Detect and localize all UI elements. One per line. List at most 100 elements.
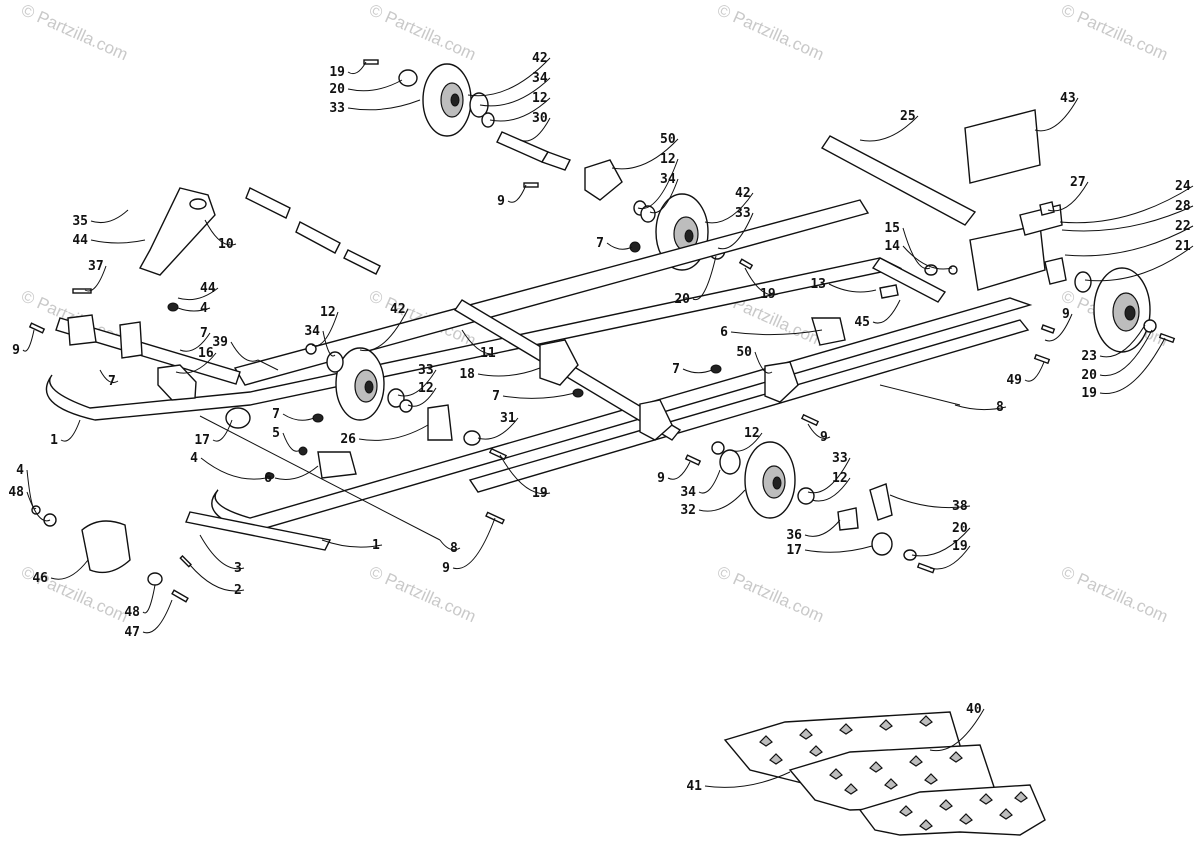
track-cleat xyxy=(909,755,923,767)
leader-line xyxy=(347,79,403,92)
leader-line xyxy=(452,517,496,570)
callout-6: 6 xyxy=(720,325,728,340)
leader-line xyxy=(1099,337,1166,395)
callout-34: 34 xyxy=(532,71,548,86)
leader-line xyxy=(507,184,527,203)
callout-33: 33 xyxy=(735,206,751,221)
callout-19: 19 xyxy=(760,287,776,302)
callout-37: 37 xyxy=(88,259,104,274)
leader-line xyxy=(200,457,267,480)
center-brackets xyxy=(298,317,846,479)
callout-9: 9 xyxy=(12,343,20,358)
leader-line xyxy=(90,239,146,244)
leader-line xyxy=(439,539,461,551)
callout-10: 10 xyxy=(218,237,234,252)
callout-4: 4 xyxy=(200,301,208,316)
middle-wheel-assembly xyxy=(305,343,481,446)
leader-line xyxy=(730,329,823,336)
leader-line xyxy=(872,299,901,324)
leader-line xyxy=(347,99,421,111)
leader-line xyxy=(479,77,551,107)
leader-line xyxy=(1084,245,1194,282)
callout-19: 19 xyxy=(329,65,345,80)
slide-rails xyxy=(45,199,1033,533)
callout-15: 15 xyxy=(884,221,900,236)
callout-36: 36 xyxy=(786,528,802,543)
leader-line xyxy=(692,255,717,301)
leader-line xyxy=(729,432,763,452)
track-cleat xyxy=(769,753,783,765)
leader-line xyxy=(1044,313,1073,342)
callout-17: 17 xyxy=(194,433,210,448)
track-cleats xyxy=(759,715,1028,831)
leader-line xyxy=(177,307,211,312)
watermark-text: © Partzilla.com xyxy=(714,0,826,64)
leader-line xyxy=(179,332,211,352)
callout-9: 9 xyxy=(820,430,828,445)
watermark-text: © Partzilla.com xyxy=(714,562,826,626)
leader-line xyxy=(828,283,877,293)
leader-line xyxy=(804,519,841,537)
callout-17: 17 xyxy=(786,543,802,558)
leader-line xyxy=(175,352,217,374)
callout-32: 32 xyxy=(680,503,696,518)
leader-line xyxy=(649,178,679,214)
track-cleat xyxy=(869,761,883,773)
callout-14: 14 xyxy=(884,239,900,254)
leader-line xyxy=(467,57,551,97)
leader-line xyxy=(358,424,429,441)
callout-12: 12 xyxy=(532,91,548,106)
leader-line xyxy=(704,192,754,224)
watermark-text: © Partzilla.com xyxy=(18,0,130,64)
callout-13: 13 xyxy=(810,277,826,292)
leader-line xyxy=(804,545,873,553)
callout-19: 19 xyxy=(952,539,968,554)
callout-7: 7 xyxy=(596,236,604,251)
callout-38: 38 xyxy=(952,499,968,514)
callout-22: 22 xyxy=(1175,219,1191,234)
leader-line xyxy=(1047,181,1089,212)
callout-4: 4 xyxy=(190,451,198,466)
callout-27: 27 xyxy=(1070,175,1086,190)
watermark-text: © Partzilla.com xyxy=(1058,562,1170,626)
callout-21: 21 xyxy=(1175,239,1191,254)
callout-20: 20 xyxy=(952,521,968,536)
leader-line xyxy=(807,457,851,494)
track-cleat xyxy=(799,728,813,740)
leader-line xyxy=(26,491,51,522)
rear-right-assembly xyxy=(879,109,1157,353)
callout-5: 5 xyxy=(272,426,280,441)
leader-line xyxy=(807,423,831,439)
callout-47: 47 xyxy=(124,625,140,640)
callout-25: 25 xyxy=(900,109,916,124)
callout-34: 34 xyxy=(680,485,696,500)
leader-line xyxy=(407,387,437,407)
leader-line xyxy=(461,329,499,355)
leader-line xyxy=(1099,329,1153,377)
callout-1: 1 xyxy=(372,538,380,553)
callout-46: 46 xyxy=(32,571,48,586)
track-section xyxy=(723,711,1046,836)
callout-31: 31 xyxy=(500,411,516,426)
callout-20: 20 xyxy=(1081,368,1097,383)
front-hardware xyxy=(31,472,332,603)
track-cleat xyxy=(879,719,893,731)
callout-30: 30 xyxy=(532,111,548,126)
callout-9: 9 xyxy=(442,561,450,576)
callout-44: 44 xyxy=(200,281,216,296)
leader-lines xyxy=(22,57,1194,788)
leader-line xyxy=(519,117,551,142)
leader-line xyxy=(397,369,437,397)
leader-line xyxy=(204,219,237,246)
callout-12: 12 xyxy=(744,426,760,441)
track-cleat xyxy=(759,735,773,747)
track-cleat xyxy=(884,778,898,790)
callout-12: 12 xyxy=(832,471,848,486)
callout-33: 33 xyxy=(832,451,848,466)
leader-line xyxy=(717,212,754,250)
leader-line xyxy=(230,341,259,362)
leader-line xyxy=(889,494,971,509)
callout-42: 42 xyxy=(532,51,548,66)
leader-line xyxy=(50,559,89,580)
